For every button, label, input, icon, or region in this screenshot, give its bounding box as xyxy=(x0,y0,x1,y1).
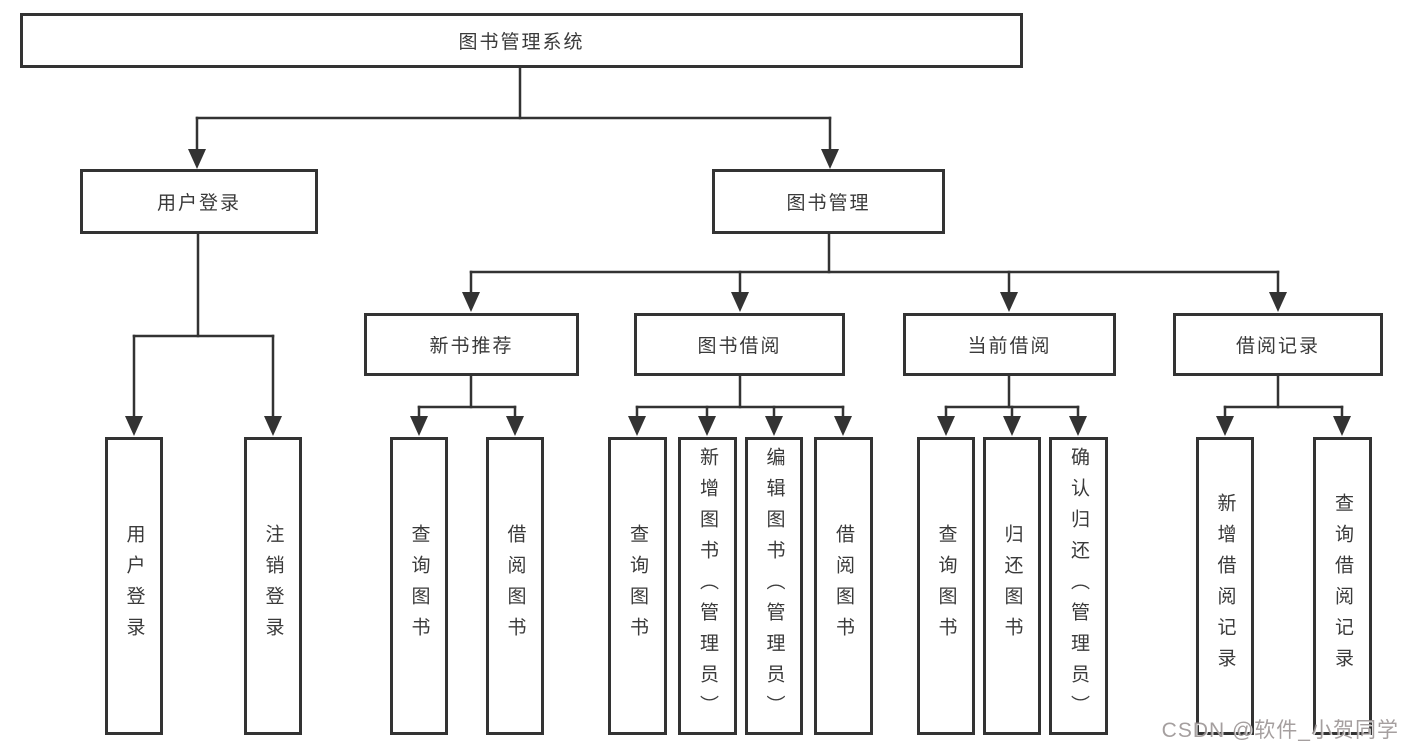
leaf-logout-label: 注销登录 xyxy=(262,524,284,648)
leaf-br-add-record-label: 新增借阅记录 xyxy=(1214,493,1236,679)
leaf-bb-add-book-admin: 新增图书（管理员） xyxy=(678,437,737,735)
leaf-br-query-record-label: 查询借阅记录 xyxy=(1332,493,1353,679)
leaf-cb-confirm-return-admin-label: 确认归还（管理员） xyxy=(1068,446,1089,726)
node-book-borrow: 图书借阅 xyxy=(634,313,845,376)
node-user-login: 用户登录 xyxy=(80,169,318,234)
watermark: CSDN @软件_小贺同学 xyxy=(1161,719,1399,742)
leaf-br-query-record: 查询借阅记录 xyxy=(1313,437,1372,735)
node-current-borrow-label: 当前借阅 xyxy=(967,336,1052,357)
leaf-bb-edit-book-admin-label: 编辑图书（管理员） xyxy=(763,446,785,726)
node-book-management-label: 图书管理 xyxy=(786,193,871,214)
node-root-label: 图书管理系统 xyxy=(458,32,585,53)
node-root: 图书管理系统 xyxy=(20,13,1023,68)
leaf-bb-query-book-label: 查询图书 xyxy=(627,524,648,648)
leaf-cb-return-book-label: 归还图书 xyxy=(1001,524,1023,648)
leaf-cb-query-book-label: 查询图书 xyxy=(935,524,957,648)
leaf-nb-borrow-book: 借阅图书 xyxy=(486,437,544,735)
leaf-bb-add-book-admin-label: 新增图书（管理员） xyxy=(697,446,718,726)
leaf-user-login: 用户登录 xyxy=(105,437,163,735)
leaf-nb-borrow-book-label: 借阅图书 xyxy=(504,524,526,648)
arrow-down-heads xyxy=(125,149,1351,436)
leaf-nb-query-book-label: 查询图书 xyxy=(408,524,430,648)
leaf-user-login-label: 用户登录 xyxy=(123,524,145,648)
leaf-bb-edit-book-admin: 编辑图书（管理员） xyxy=(745,437,803,735)
node-current-borrow: 当前借阅 xyxy=(903,313,1116,376)
node-new-book-recommend-label: 新书推荐 xyxy=(429,336,514,357)
node-borrow-records: 借阅记录 xyxy=(1173,313,1383,376)
node-borrow-records-label: 借阅记录 xyxy=(1235,336,1320,357)
leaf-logout: 注销登录 xyxy=(244,437,302,735)
node-user-login-label: 用户登录 xyxy=(156,193,241,214)
leaf-nb-query-book: 查询图书 xyxy=(390,437,448,735)
leaf-bb-borrow-book-label: 借阅图书 xyxy=(833,524,854,648)
leaf-cb-return-book: 归还图书 xyxy=(983,437,1041,735)
leaf-bb-query-book: 查询图书 xyxy=(608,437,667,735)
leaf-cb-query-book: 查询图书 xyxy=(917,437,975,735)
node-book-management: 图书管理 xyxy=(712,169,945,234)
leaf-bb-borrow-book: 借阅图书 xyxy=(814,437,873,735)
node-book-borrow-label: 图书借阅 xyxy=(697,336,782,357)
leaf-cb-confirm-return-admin: 确认归还（管理员） xyxy=(1049,437,1108,735)
leaf-br-add-record: 新增借阅记录 xyxy=(1196,437,1254,735)
node-new-book-recommend: 新书推荐 xyxy=(364,313,579,376)
